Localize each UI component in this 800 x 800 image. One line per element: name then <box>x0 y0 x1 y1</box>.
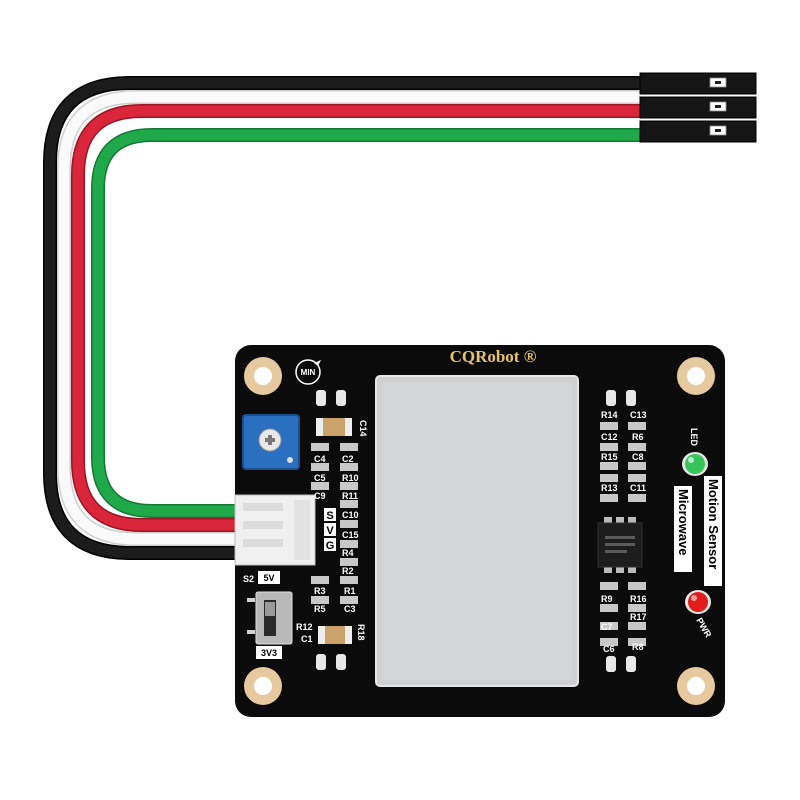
label-c6: C6 <box>603 644 615 654</box>
dupont-connector-1 <box>639 72 757 95</box>
label-r1: R1 <box>344 586 356 596</box>
wire-bundle <box>43 76 640 560</box>
switch-5v-label: 5V <box>263 573 274 583</box>
ic-chip <box>597 517 643 573</box>
label-r18: R18 <box>356 624 366 641</box>
title-microwave: Microwave <box>676 489 691 555</box>
label-c15: C15 <box>342 530 359 540</box>
brand-label: CQRobot ® <box>450 347 537 366</box>
pin-label-s: S <box>326 510 333 522</box>
label-r8: R8 <box>632 642 644 652</box>
label-r11: R11 <box>342 491 358 501</box>
switch-3v3-label: 3V3 <box>261 648 277 658</box>
label-c1: C1 <box>301 634 313 644</box>
switch-name-label: S2 <box>243 574 254 584</box>
label-r5: R5 <box>314 604 326 614</box>
label-c4: C4 <box>314 454 326 464</box>
label-r10: R10 <box>342 473 359 483</box>
label-c2: C2 <box>342 454 354 464</box>
label-c13: C13 <box>630 410 647 420</box>
dupont-connector-2 <box>639 96 757 119</box>
potentiometer <box>242 414 300 470</box>
dupont-connectors <box>639 72 757 143</box>
led-label: LED <box>689 428 699 447</box>
label-r2: R2 <box>342 566 354 576</box>
label-c12: C12 <box>601 432 618 442</box>
label-r9: R9 <box>601 594 613 604</box>
label-c14: C14 <box>358 420 368 437</box>
label-c10: C10 <box>342 510 359 520</box>
jst-connector <box>234 494 316 566</box>
rotate-arrow-icon <box>295 359 321 385</box>
right-components <box>597 390 646 672</box>
pin-label-v: V <box>326 525 334 537</box>
label-r16: R16 <box>630 594 647 604</box>
label-c3: C3 <box>344 604 356 614</box>
mounting-holes <box>244 357 715 705</box>
label-r12: R12 <box>296 622 313 632</box>
label-c11: C11 <box>630 483 646 493</box>
title-plates: Motion Sensor Microwave <box>674 476 722 586</box>
label-r4: R4 <box>342 548 354 558</box>
pin-label-g: G <box>326 540 335 552</box>
voltage-switch: S2 5V 3V3 <box>243 571 293 659</box>
label-c7: C7 <box>601 622 613 632</box>
label-r17: R17 <box>630 612 647 622</box>
right-silkscreen-labels: R14 C13 C12 R6 R15 C8 R13 C11 R9 R16 C7 … <box>601 410 647 654</box>
label-r6: R6 <box>632 432 644 442</box>
left-components <box>311 390 358 670</box>
title-motion-sensor: Motion Sensor <box>706 479 721 569</box>
pot-min-label: MIN <box>301 368 316 377</box>
label-r15: R15 <box>601 452 618 462</box>
label-r14: R14 <box>601 410 618 420</box>
label-r3: R3 <box>314 586 326 596</box>
label-c5: C5 <box>314 473 326 483</box>
dupont-connector-3 <box>639 120 757 143</box>
sensor-board: CQRobot ® MIN S <box>234 345 725 717</box>
label-c9: C9 <box>314 491 326 501</box>
label-r13: R13 <box>601 483 618 493</box>
label-c8: C8 <box>632 452 644 462</box>
pin-labels: S V G <box>324 508 336 552</box>
left-silkscreen-labels: C14 C4 C2 C5 R10 C9 R11 C10 C15 R4 R2 R3… <box>296 420 368 644</box>
status-led: LED <box>682 428 708 476</box>
